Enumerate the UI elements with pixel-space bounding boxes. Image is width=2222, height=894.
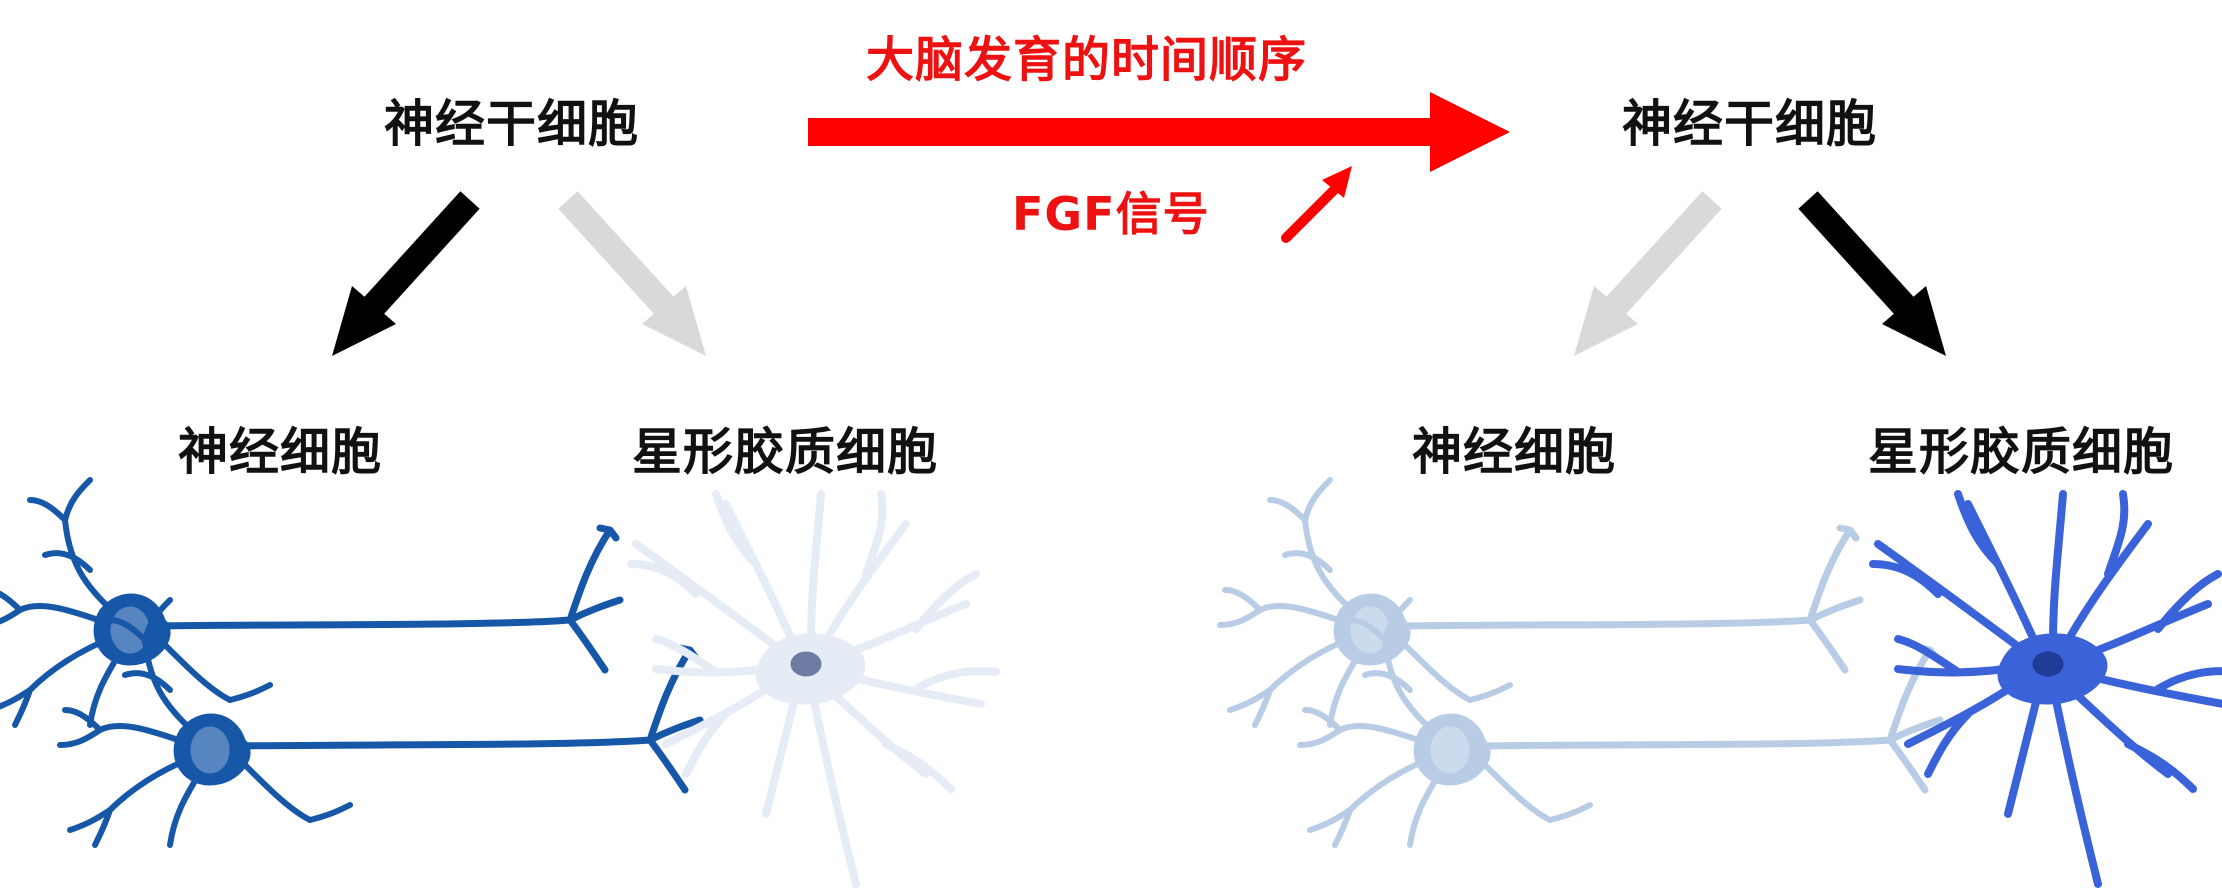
late-neuron-illustration — [1220, 480, 1940, 845]
early-stem-cell-label: 神经干细胞 — [384, 95, 639, 153]
fgf-signal-arrow — [1281, 166, 1352, 243]
early-arrow-to-neuron — [332, 191, 480, 356]
timeline-label: 大脑发育的时间顺序 — [866, 32, 1308, 88]
timeline-arrow — [808, 92, 1510, 172]
early-neuron-label: 神经细胞 — [178, 423, 382, 481]
late-arrow-to-astrocyte — [1798, 191, 1946, 356]
late-astrocyte-label: 星形胶质细胞 — [1868, 423, 2174, 481]
late-arrow-to-neuron — [1574, 191, 1722, 356]
fgf-signal-label: FGF信号 — [1012, 187, 1210, 241]
late-astrocyte-illustration — [1873, 494, 2222, 884]
late-neuron-label: 神经细胞 — [1412, 423, 1616, 481]
early-arrow-to-astrocyte — [558, 191, 706, 356]
early-neuron-illustration — [0, 480, 700, 845]
late-stem-cell-label: 神经干细胞 — [1622, 95, 1877, 153]
early-astrocyte-illustration — [631, 494, 996, 884]
early-astrocyte-label: 星形胶质细胞 — [632, 423, 938, 481]
